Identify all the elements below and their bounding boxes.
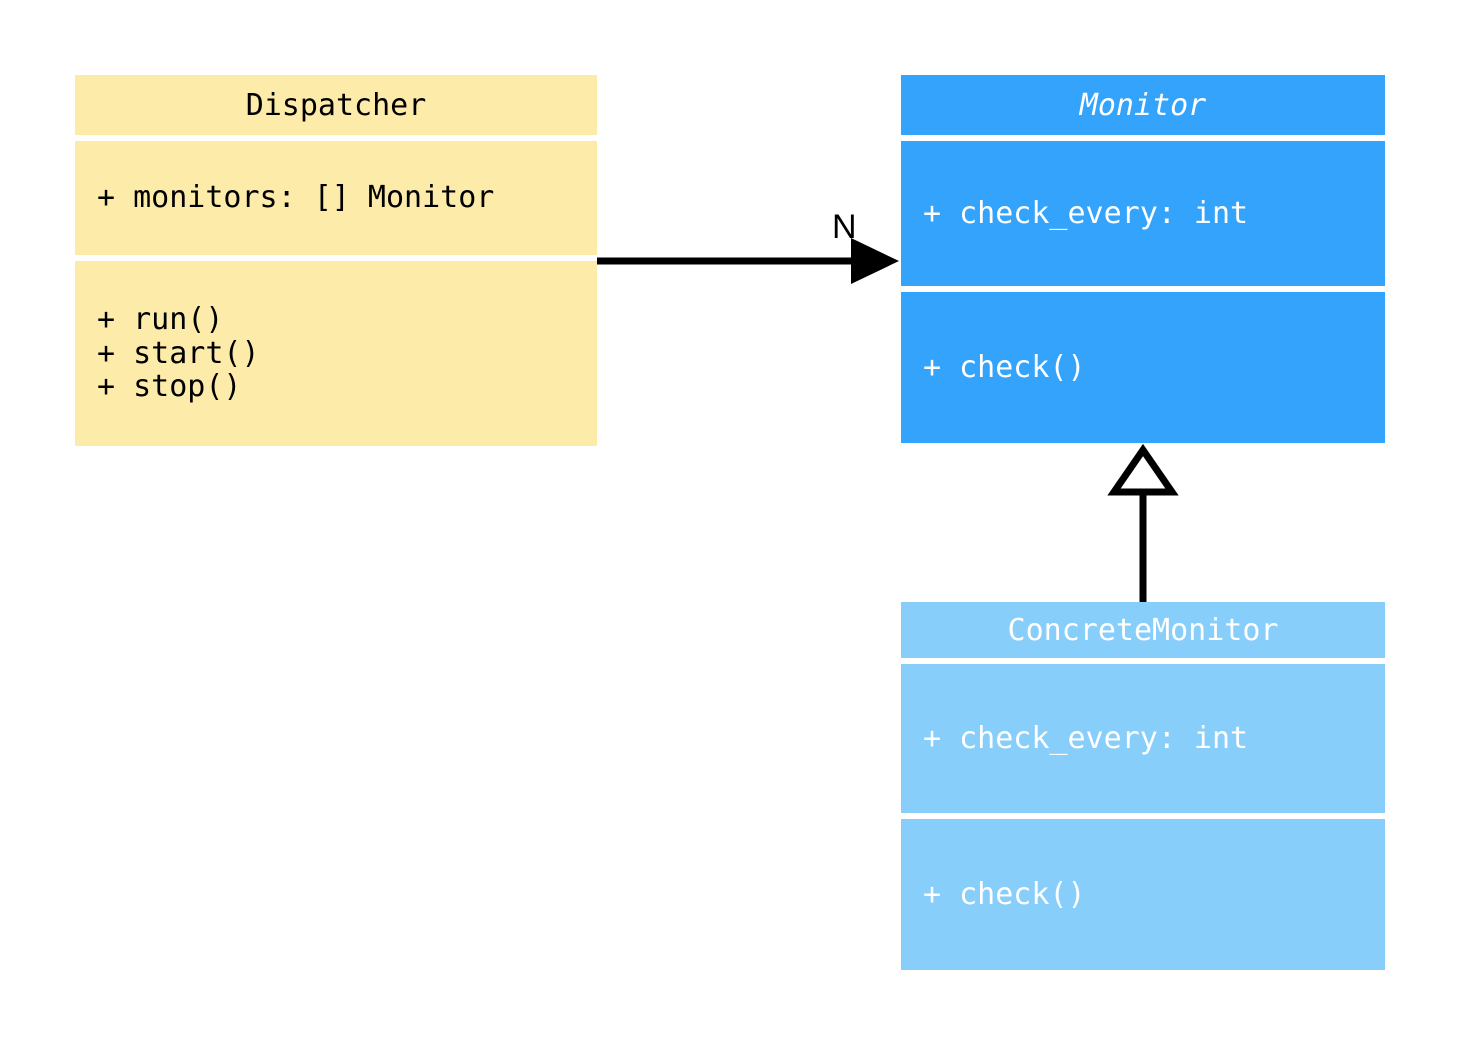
- operation-row: + check(): [923, 349, 1086, 385]
- compartment-divider: [901, 135, 1385, 141]
- class-operations-concretemonitor: + check(): [901, 819, 1385, 970]
- operation-row: + run(): [97, 302, 224, 338]
- attribute-row: + check_every: int: [923, 720, 1249, 756]
- operation-row: + check(): [923, 876, 1086, 912]
- class-name-label: Dispatcher: [245, 87, 427, 123]
- attribute-row: + check_every: int: [923, 195, 1249, 231]
- class-title-monitor: Monitor: [901, 75, 1385, 135]
- class-attributes-concretemonitor: + check_every: int: [901, 664, 1385, 813]
- class-box-monitor[interactable]: Monitor + check_every: int + check(): [901, 75, 1385, 443]
- operation-row: + stop(): [97, 369, 242, 405]
- association-multiplicity-label: N: [832, 208, 857, 246]
- class-title-dispatcher: Dispatcher: [75, 75, 597, 135]
- compartment-divider: [901, 286, 1385, 292]
- compartment-divider: [75, 255, 597, 261]
- class-operations-monitor: + check(): [901, 292, 1385, 443]
- class-attributes-monitor: + check_every: int: [901, 141, 1385, 286]
- operation-row: + start(): [97, 335, 260, 371]
- attribute-row: + monitors: [] Monitor: [97, 180, 495, 216]
- class-name-label: Monitor: [1079, 87, 1207, 123]
- class-title-concretemonitor: ConcreteMonitor: [901, 602, 1385, 658]
- class-operations-dispatcher: + run() + start() + stop(): [75, 261, 597, 446]
- class-box-concretemonitor[interactable]: ConcreteMonitor + check_every: int + che…: [901, 602, 1385, 970]
- compartment-divider: [901, 813, 1385, 819]
- association-arrowhead-icon: [851, 238, 899, 284]
- class-box-dispatcher[interactable]: Dispatcher + monitors: [] Monitor + run(…: [75, 75, 597, 446]
- compartment-divider: [901, 658, 1385, 664]
- generalization-concretemonitor-to-monitor: [1107, 443, 1179, 602]
- compartment-divider: [75, 135, 597, 141]
- generalization-arrowhead-icon: [1107, 443, 1179, 496]
- class-attributes-dispatcher: + monitors: [] Monitor: [75, 141, 597, 255]
- class-name-label: ConcreteMonitor: [1007, 612, 1279, 648]
